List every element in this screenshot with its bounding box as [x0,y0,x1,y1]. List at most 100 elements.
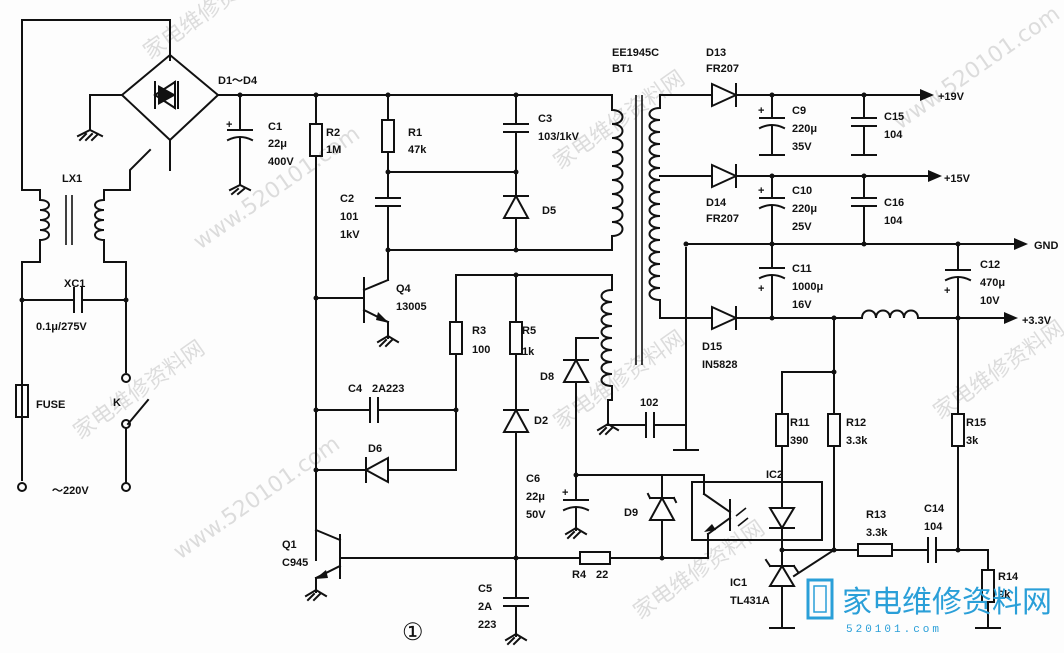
q4-value: 13005 [396,301,427,313]
c11-plus: + [758,283,764,295]
ic1-value: TL431A [730,595,770,607]
fuse-label: FUSE [36,399,65,411]
c14-label: C14 [924,503,945,515]
r5-label: R5 [522,325,536,337]
c11-value1: 1000μ [792,281,823,293]
r12-value: 3.3k [846,435,868,447]
r3-label: R3 [472,325,486,337]
watermark-url: www.520101.com [889,1,1064,134]
c16-label: C16 [884,197,904,209]
c5-value1: 2A [478,601,492,613]
c2-value2: 1kV [340,229,360,241]
r5-value: 1k [522,346,535,358]
r11-value: 390 [790,435,808,447]
r4-value: 22 [596,569,608,581]
bt1-label: BT1 [612,63,633,75]
r5-resistor [509,321,523,355]
transformer-secondary-winding [648,94,661,319]
r3-value: 100 [472,344,490,356]
switch-label: K [113,397,121,409]
c6-plus: + [562,487,568,499]
r12-resistor [827,413,841,447]
watermark-url: www.520101.com [169,431,345,564]
d2-label: D2 [534,415,548,427]
logo-url: 520101.com [846,624,942,636]
c11-value2: 16V [792,299,812,311]
c9-plus: + [758,105,764,117]
d13-label: D13 [706,47,726,59]
c12-label: C12 [980,259,1000,271]
d15-label: D15 [702,341,722,353]
r1-value: 47k [408,144,427,156]
mains-terminal-left [17,482,27,492]
c6-value2: 50V [526,509,546,521]
r14-label: R14 [998,571,1019,583]
watermark-text: 家电维修资料网 [629,516,770,625]
c5-label: C5 [478,583,492,595]
transformer-label: EE1945C [612,47,659,59]
c9-label: C9 [792,105,806,117]
watermark-text: 家电维修资料网 [549,66,690,175]
r15-resistor [951,413,965,447]
c9-value1: 220μ [792,123,817,135]
switch-k [126,398,150,426]
c11-label: C11 [792,263,812,275]
c3-label: C3 [538,113,552,125]
c12-value2: 10V [980,295,1000,307]
ic1-label: IC1 [730,577,747,589]
logo-text: 家电维修资料网 [842,585,1052,620]
q4-label: Q4 [396,283,412,295]
c14-value: 104 [924,521,943,533]
c102-label: 102 [640,397,658,409]
watermark-text: 家电维修资料网 [929,316,1064,425]
q1-value: C945 [282,557,308,569]
r14-value: 9k [998,589,1011,601]
d6-label: D6 [368,443,382,455]
watermark-text: 家电维修资料网 [69,336,210,445]
c4-value: 2A223 [372,383,404,395]
output-3v3: +3.3V [1022,315,1052,327]
c9-value2: 35V [792,141,812,153]
xc1-label: XC1 [64,278,85,290]
c12-value1: 470μ [980,277,1005,289]
d9-label: D9 [624,507,638,519]
c1-value1: 22μ [268,138,287,150]
c1-value2: 400V [268,156,294,168]
c2-value1: 101 [340,211,358,223]
d14-diode [711,163,739,189]
c6-value1: 22μ [526,491,545,503]
d14-label: D14 [706,197,727,209]
r1-label: R1 [408,127,422,139]
lx1-coil-left [21,189,50,301]
c12-plus: + [944,285,950,297]
d14-value: FR207 [706,213,739,225]
d5-label: D5 [542,205,556,217]
d8-label: D8 [540,371,554,383]
d15-value: IN5828 [702,359,737,371]
r4-resistor [579,551,611,565]
ic2-optocoupler [691,481,823,541]
c15-value: 104 [884,129,903,141]
c2-label: C2 [340,193,354,205]
bridge-label: D1～D4 [218,75,258,87]
r1-resistor [381,119,395,153]
r15-value: 3k [966,435,979,447]
c10-value2: 25V [792,221,812,233]
d15-diode [711,305,739,331]
watermark-text: 家电维修资料网 [549,326,690,435]
ic2-label: IC2 [766,469,783,481]
r2-label: R2 [326,127,340,139]
c16-value: 104 [884,215,903,227]
d13-diode [711,82,739,108]
c15-label: C15 [884,111,904,123]
mains-terminal-right [121,482,131,492]
output-15v: +15V [944,173,971,185]
r4-label: R4 [572,569,587,581]
r11-resistor [775,413,789,447]
lx1-label: LX1 [62,173,82,185]
r13-label: R13 [866,509,886,521]
c1-plus: + [226,119,232,131]
r15-label: R15 [966,417,986,429]
